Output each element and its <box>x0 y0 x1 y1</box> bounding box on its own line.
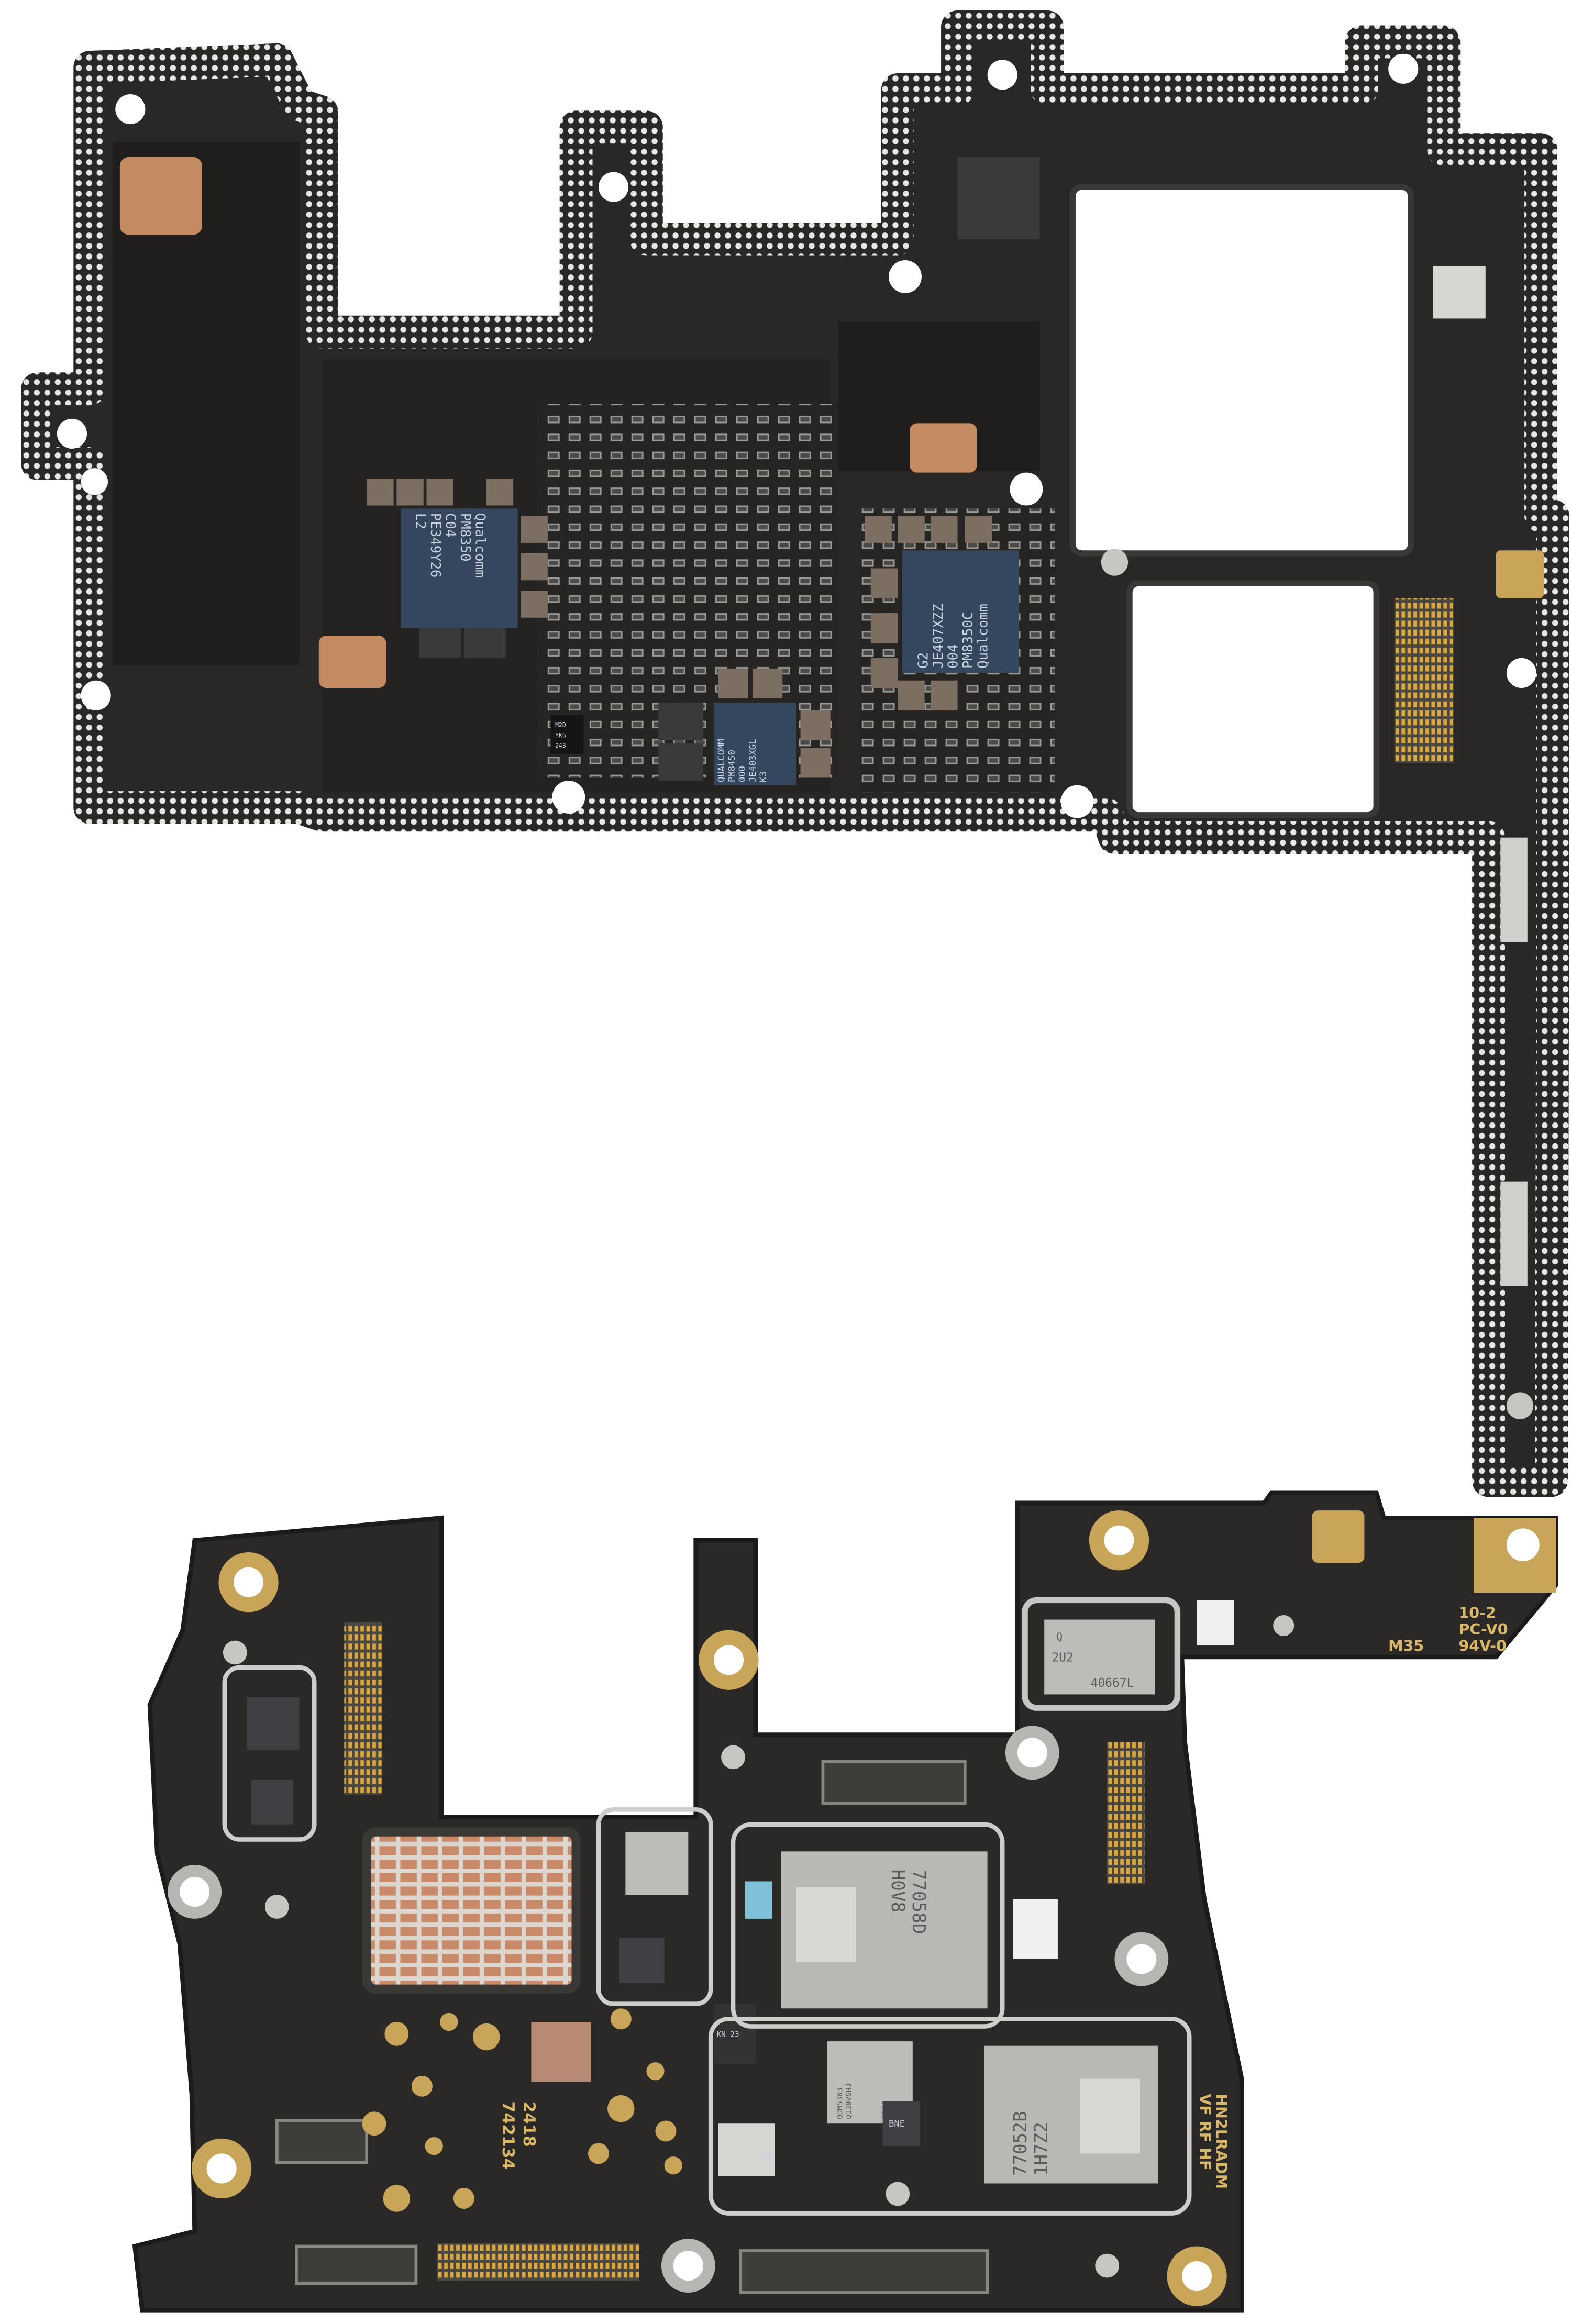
chip-line: H0V8 <box>887 1870 908 1913</box>
white-sensor <box>1197 1600 1234 1645</box>
board-connector <box>1107 1742 1145 1885</box>
chip-line: G2 <box>915 652 931 669</box>
chip-line: 1H7Z2 <box>1031 2122 1052 2176</box>
chip-line: L2 <box>412 513 428 529</box>
copper-pad <box>318 636 386 688</box>
board-connector <box>295 2244 418 2285</box>
board-connector <box>739 2249 989 2294</box>
silkscreen-rating: 10-2 <box>1458 1604 1496 1622</box>
copper-pad <box>119 157 202 235</box>
side-button-pad <box>1500 1181 1528 1286</box>
small-ic <box>625 1832 689 1895</box>
datamatrix-label <box>718 2123 776 2176</box>
chip-line: Qualcomm <box>472 513 488 578</box>
pmic-pm8450: QUALCOMM PM8450 000 JE403XGL K3 <box>658 668 831 785</box>
module-2u2: Q 2U2 40667L <box>1022 1597 1181 1711</box>
silkscreen-maker: M35 <box>1388 1637 1424 1655</box>
gold-test-pads <box>362 2008 682 2212</box>
small-ic <box>882 2101 921 2147</box>
chip-line: PM8350C <box>960 612 976 669</box>
datamatrix-copper <box>531 2021 591 2082</box>
crystal-oscillator <box>1496 550 1544 598</box>
chip-line: 000 <box>737 766 748 782</box>
chip-line: 40667L <box>1091 1676 1134 1690</box>
antenna-connector <box>1506 1392 1534 1419</box>
coax-connectors <box>223 1615 1295 2278</box>
silkscreen-date-code: 2418 <box>519 2101 538 2147</box>
silkscreen-layers: VF RF HF <box>1196 2094 1214 2170</box>
ic-mark: YK6 <box>555 731 566 739</box>
chip-line: JE403XGL <box>748 739 758 782</box>
chip-line: PM8350 <box>457 513 473 562</box>
shield-frames <box>222 1665 1192 2216</box>
ic-mark: KN 23 <box>717 2031 739 2039</box>
inductors-pm8350 <box>367 479 548 658</box>
silver-mounting-holes <box>168 1726 1169 2293</box>
gold-mounting-holes <box>191 1510 1556 2306</box>
board-connector <box>344 1622 382 1795</box>
datamatrix-label <box>1433 266 1486 319</box>
chip-line: 004 <box>945 644 961 668</box>
white-sensor <box>1013 1899 1058 1960</box>
mounting-holes <box>57 53 1536 818</box>
silkscreen-rating: 94V-0 <box>1458 1637 1506 1655</box>
side-button-pad <box>1500 837 1528 942</box>
chip-line: 2U2 <box>1052 1651 1073 1665</box>
rf-module-77052b: 77052B 1H7Z2 <box>984 2045 1158 2184</box>
microphone <box>1312 1510 1365 1563</box>
ic-mark: BNE <box>889 2119 905 2129</box>
chip-line: K3 <box>758 771 769 782</box>
pmic-pm8350c: Qualcomm PM8350C 004 JE407XZZ G2 <box>902 550 1019 673</box>
side-ic <box>957 157 1040 240</box>
board-connector <box>437 2243 639 2281</box>
ic-mark: M2D <box>555 721 566 728</box>
board-connector <box>1394 598 1454 763</box>
chip-line: Q130VGHJ <box>845 2083 854 2119</box>
chip-line: QUALCOMM <box>716 739 727 782</box>
silkscreen-rating: PC-V0 <box>1458 1620 1508 1638</box>
small-ic <box>619 1938 665 1983</box>
silkscreen-serial: 742134 <box>499 2101 517 2170</box>
chip-line: PE349Y26 <box>427 513 443 578</box>
silkscreen-board-code: HN2LRADM <box>1213 2094 1231 2189</box>
upper-board-cutout-bottom <box>1126 580 1380 818</box>
chip-line: PM8450 <box>727 750 737 782</box>
antenna-connector <box>1101 549 1129 576</box>
chip-line: QDM5303 <box>836 2088 845 2119</box>
blue-component <box>745 1881 772 1919</box>
upper-board: Qualcomm PM8350 C04 PE349Y26 L2 Qualcomm… <box>21 10 1569 1497</box>
lower-board: 2418 742134 77058D H0V8 77052B 1H7Z2 QD <box>132 1490 1558 2313</box>
pmic-pm8350: Qualcomm PM8350 C04 PE349Y26 L2 <box>401 508 518 628</box>
copper-pad <box>910 423 977 473</box>
lga-pad-array <box>362 1827 581 1994</box>
board-connector <box>821 1760 967 1805</box>
rf-module-77058d: 77058D H0V8 <box>781 1851 988 2009</box>
ic-mark: 243 <box>555 742 566 749</box>
inductors-pm8350c <box>865 516 992 710</box>
small-ic <box>251 1780 294 1825</box>
board-connector <box>275 2119 369 2164</box>
ic-mark: AP <box>760 2151 775 2164</box>
chip-line: JE407XZZ <box>931 604 946 669</box>
small-ic: M2D YK6 243 <box>550 715 584 754</box>
chip-line: Qualcomm <box>976 604 991 669</box>
chip-line: 77052B <box>1010 2111 1031 2176</box>
upper-board-cutout-top <box>1069 184 1414 557</box>
chip-line: C04 <box>442 513 458 537</box>
small-ic <box>247 1697 300 1750</box>
chip-line: Q <box>1056 1631 1063 1643</box>
chip-line: 77058D <box>908 1870 929 1934</box>
